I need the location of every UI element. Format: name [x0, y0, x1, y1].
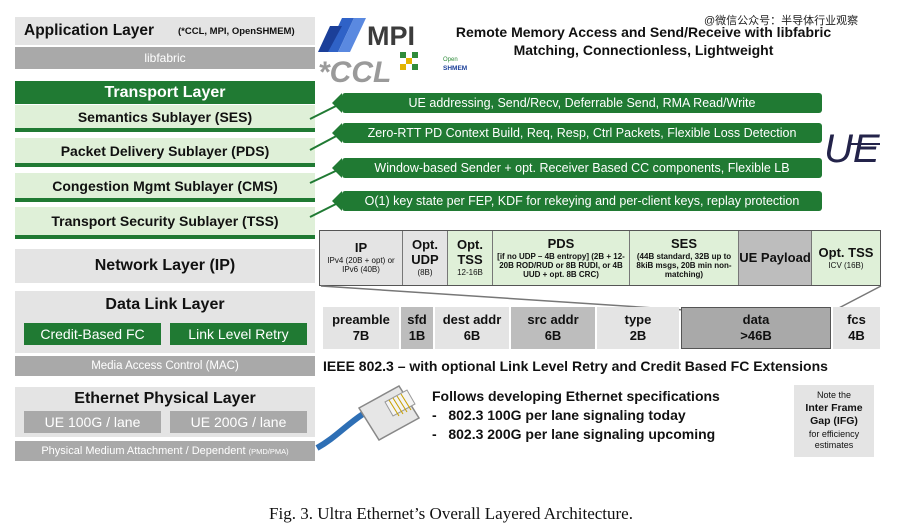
data-link-layer-title: Data Link Layer	[105, 296, 225, 313]
frame-fcs-name: fcs	[847, 311, 866, 327]
frame-src-addr-size: 6B	[544, 328, 562, 343]
packet-udp-field: Opt. UDP (8B)	[403, 231, 448, 285]
frame-dest-addr-name: dest addr	[442, 311, 502, 327]
openshmem-logo-line1: Open	[443, 57, 458, 63]
packet-expansion-lines	[320, 285, 882, 311]
ethernet-frame-row: preamble 7B sfd 1B dest addr 6B src addr…	[323, 307, 880, 349]
cms-ribbon: Window-based Sender + opt. Receiver Base…	[332, 158, 822, 178]
frame-dest-addr-size: 6B	[463, 328, 481, 343]
libfabric-bar: libfabric	[15, 47, 315, 69]
frame-preamble-field: preamble 7B	[323, 307, 399, 349]
frame-type-field: type 2B	[597, 307, 679, 349]
frame-preamble-name: preamble	[332, 311, 390, 327]
ethernet-cable-icon	[315, 385, 421, 451]
application-layer-note: (*CCL, MPI, OpenSHMEM)	[178, 26, 295, 37]
ses-ribbon: UE addressing, Send/Recv, Deferrable Sen…	[332, 93, 822, 113]
packet-icv-field: Opt. TSS ICV (16B)	[812, 231, 880, 285]
pds-ribbon: Zero-RTT PD Context Build, Req, Resp, Ct…	[332, 123, 822, 143]
packet-ip-name: IP	[354, 240, 368, 256]
ethernet-specs-bullet-1: - 802.3 100G per lane signaling today	[432, 406, 686, 423]
packet-payload-name: UE Payload	[739, 249, 811, 265]
headline: Remote Memory Access and Send/Receive wi…	[426, 23, 861, 59]
packet-ip-field: IP IPv4 (20B + opt) or IPv6 (40B)	[320, 231, 403, 285]
packet-icv-size: ICV (16B)	[828, 260, 864, 270]
frame-data-field: data >46B	[681, 307, 831, 349]
frame-sfd-name: sfd	[407, 311, 427, 327]
frame-fcs-field: fcs 4B	[833, 307, 880, 349]
logos: MPI *CCL	[318, 18, 418, 88]
ue-logo-icon: UE	[824, 127, 881, 168]
mpi-logo-icon: MPI	[318, 18, 415, 52]
frame-fcs-size: 4B	[848, 328, 865, 343]
packet-pds-field: PDS [if no UDP – 4B entropy] (2B + 12-20…	[493, 231, 630, 285]
packet-pds-name: PDS	[547, 235, 575, 251]
packet-payload-field: UE Payload	[739, 231, 812, 285]
packet-tss-name: Opt. TSS	[457, 237, 483, 268]
figure-caption: Fig. 3. Ultra Ethernet’s Overall Layered…	[269, 504, 633, 523]
data-link-layer-box: Data Link Layer Credit-Based FC Link Lev…	[15, 291, 315, 353]
packet-format-row: IP IPv4 (20B + opt) or IPv6 (40B) Opt. U…	[319, 230, 881, 286]
frame-data-size: >46B	[740, 328, 772, 343]
packet-ses-field: SES (44B standard, 32B up to 8kiB msgs, …	[630, 231, 739, 285]
physical-layer-title: Ethernet Physical Layer	[74, 390, 256, 407]
frame-dest-addr-field: dest addr 6B	[435, 307, 509, 349]
lane-200g-box: UE 200G / lane	[170, 411, 307, 433]
tss-sublayer: Transport Security Sublayer (TSS)	[15, 207, 315, 239]
packet-ip-size: IPv4 (20B + opt) or IPv6 (40B)	[327, 256, 395, 275]
ses-sublayer: Semantics Sublayer (SES)	[15, 105, 315, 132]
cms-sublayer: Congestion Mgmt Sublayer (CMS)	[15, 173, 315, 202]
ethernet-specs-bullet-2: - 802.3 200G per lane signaling upcoming	[432, 425, 716, 442]
packet-icv-name: Opt. TSS	[818, 244, 874, 260]
pmd-label: Physical Medium Attachment / Dependent	[41, 445, 246, 457]
pmd-bar: Physical Medium Attachment / Dependent (…	[15, 441, 315, 461]
openshmem-logo-line2: SHMEM	[443, 65, 468, 72]
credit-based-fc-box: Credit-Based FC	[24, 323, 161, 345]
ccl-logo-text: *CCL	[318, 56, 391, 88]
ribbon-connectors	[309, 102, 343, 218]
packet-tss-size: 12-16B	[457, 268, 483, 278]
frame-type-name: type	[624, 311, 652, 327]
packet-pds-size: [if no UDP – 4B entropy] (2B + 12-20B RO…	[497, 251, 625, 280]
ifg-note-box: Note the Inter Frame Gap (IFG) for effic…	[794, 385, 874, 457]
packet-ses-name: SES	[670, 235, 697, 251]
application-layer-title: Application Layer	[24, 22, 155, 39]
application-layer-box: Application Layer (*CCL, MPI, OpenSHMEM)	[15, 17, 315, 45]
svg-text:UE: UE	[824, 127, 881, 168]
frame-sfd-size: 1B	[408, 328, 426, 343]
network-layer-box: Network Layer (IP)	[15, 249, 315, 283]
transport-layer-title: Transport Layer	[15, 81, 315, 104]
packet-tss-field: Opt. TSS 12-16B	[448, 231, 493, 285]
link-level-retry-box: Link Level Retry	[170, 323, 307, 345]
headline-line-2: Matching, Connectionless, Lightweight	[513, 42, 774, 59]
mpi-logo-text: MPI	[367, 21, 415, 51]
ieee-caption: IEEE 802.3 – with optional Link Level Re…	[323, 358, 828, 374]
openshmem-logo-icon	[400, 52, 418, 70]
packet-udp-size: (8B)	[417, 268, 433, 278]
frame-src-addr-field: src addr 6B	[511, 307, 595, 349]
packet-ses-size: (44B standard, 32B up to 8kiB msgs, 20B …	[636, 251, 732, 280]
ifg-note-line-1: Note the	[816, 389, 852, 400]
frame-type-size: 2B	[629, 328, 647, 343]
ifg-note-line-5: estimates	[814, 440, 854, 451]
ethernet-specs: Follows developing Ethernet specificatio…	[432, 387, 720, 444]
ethernet-specs-title: Follows developing Ethernet specificatio…	[432, 388, 720, 404]
frame-data-name: data	[742, 311, 770, 327]
ifg-note-line-2: Inter Frame	[805, 401, 863, 414]
ifg-note-line-4: for efficiency	[808, 428, 860, 439]
tss-ribbon: O(1) key state per FEP, KDF for rekeying…	[332, 191, 822, 211]
frame-preamble-size: 7B	[352, 328, 370, 343]
watermark: @微信公众号：半导体行业观察	[704, 15, 859, 27]
lane-100g-box: UE 100G / lane	[24, 411, 161, 433]
physical-layer-box: Ethernet Physical Layer UE 100G / lane U…	[15, 387, 315, 437]
headline-line-1: Remote Memory Access and Send/Receive wi…	[455, 24, 832, 40]
ifg-note-line-3: Gap (IFG)	[810, 415, 858, 428]
frame-sfd-field: sfd 1B	[401, 307, 433, 349]
frame-src-addr-name: src addr	[527, 311, 579, 327]
pmd-note: (PMD/PMA)	[248, 446, 289, 456]
pds-sublayer: Packet Delivery Sublayer (PDS)	[15, 138, 315, 167]
mac-bar: Media Access Control (MAC)	[15, 356, 315, 376]
packet-udp-name: Opt. UDP	[411, 237, 439, 268]
